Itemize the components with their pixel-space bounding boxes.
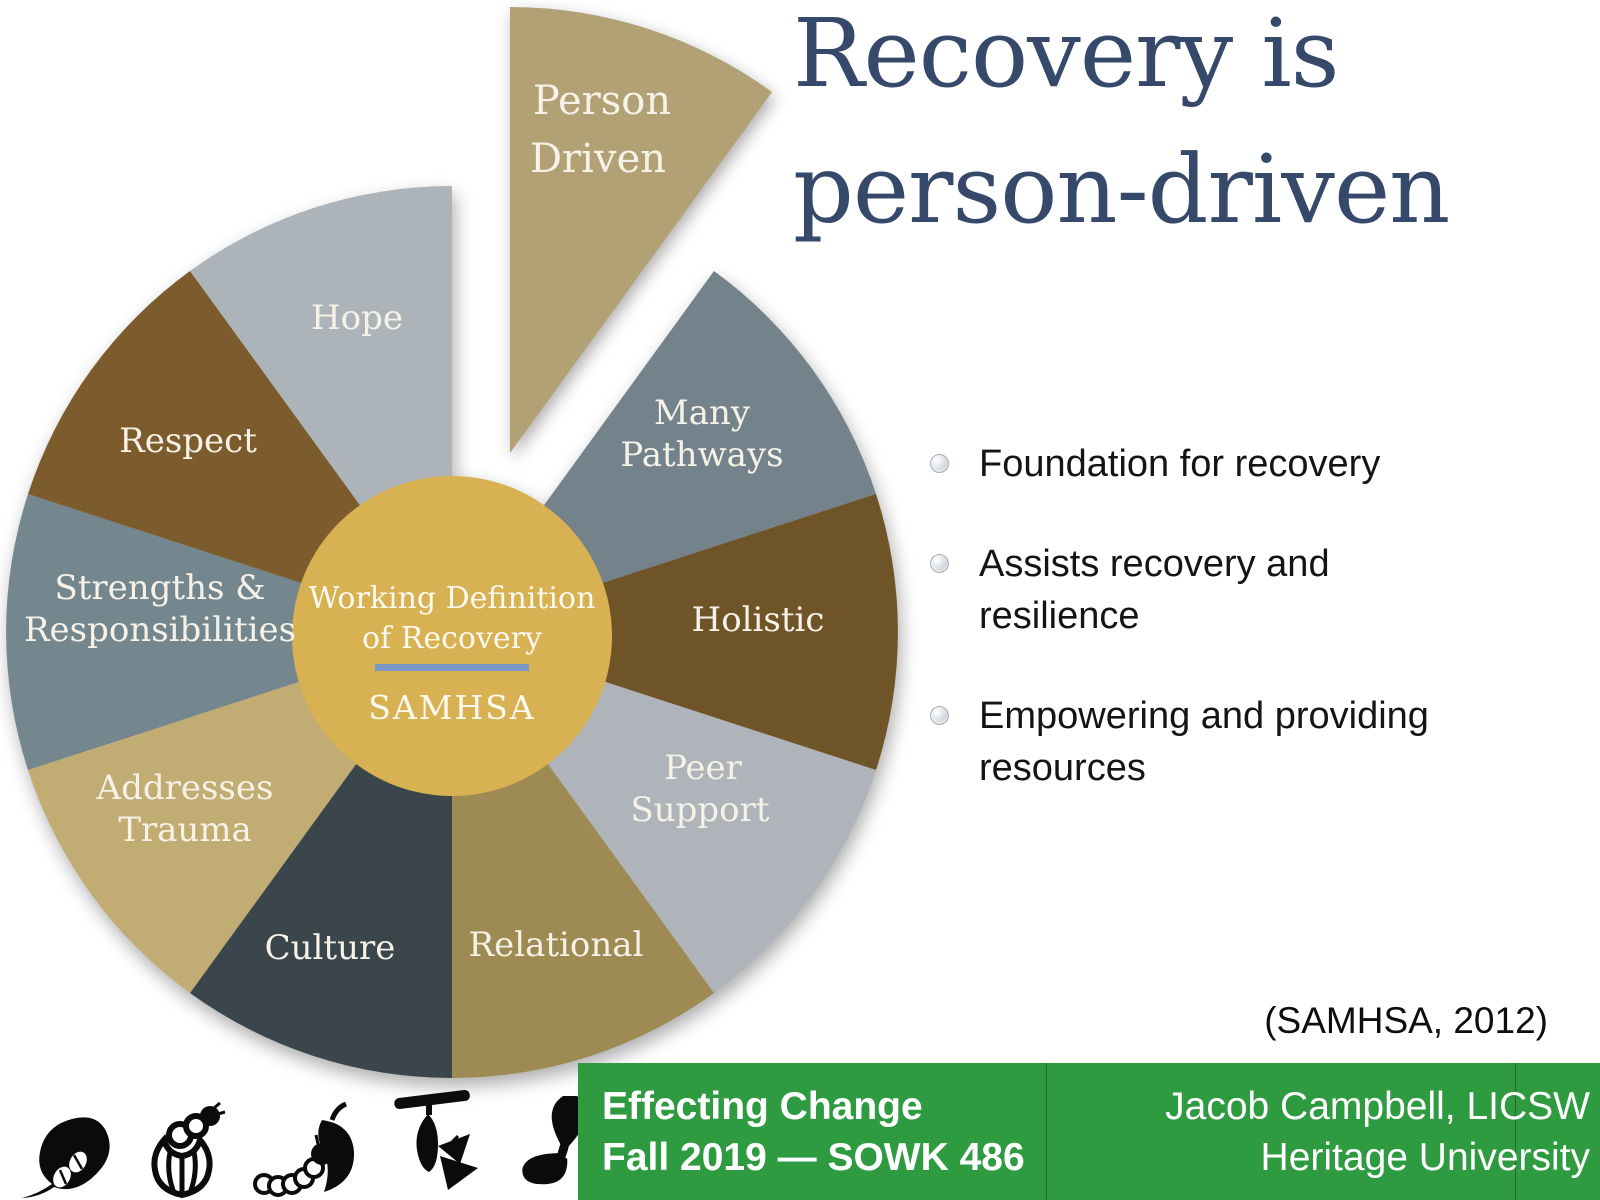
wedge-holistic: [452, 494, 898, 770]
bullet-text: Empowering and providing resources: [979, 695, 1429, 789]
label-culture: Culture: [265, 928, 396, 968]
wheel-center-circle: [292, 476, 612, 796]
footer-author: Jacob Campbell, LICSW: [1165, 1084, 1590, 1128]
caterpillar-icon: [253, 1102, 355, 1197]
sphere-bullet-icon: [930, 554, 949, 573]
label-relational: Relational: [469, 925, 644, 965]
label-person-driven-line2: Driven: [530, 136, 666, 182]
chrysalis-emerging-butterfly-icon: [394, 1089, 478, 1190]
label-addresses-trauma-line2: Trauma: [118, 810, 252, 850]
lifecycle-icons: [18, 1084, 614, 1200]
butterfly-icon: [522, 1096, 587, 1185]
wedge-person-driven-shape: [510, 6, 772, 453]
footer-institution: Heritage University: [1260, 1135, 1590, 1179]
footer-course-block: Effecting Change Fall 2019 — SOWK 486: [578, 1081, 1025, 1183]
slide-title-line2: person-driven: [793, 135, 1450, 245]
bullet-text: Assists recovery and resilience: [979, 543, 1330, 637]
center-label-line2: of Recovery: [362, 621, 542, 656]
label-peer-support-line1: Peer: [664, 748, 743, 788]
footer-divider: [1046, 1063, 1047, 1200]
footer-author-block: Jacob Campbell, LICSW Heritage Universit…: [1165, 1081, 1600, 1183]
label-holistic: Holistic: [692, 600, 825, 640]
slide-title: Recovery is person-driven: [793, 0, 1573, 258]
center-divider: [375, 664, 529, 671]
label-person-driven-line1: Person: [533, 78, 671, 124]
bullet-item: Empowering and providing resources: [930, 690, 1490, 794]
label-strengths-line1: Strengths &: [54, 568, 265, 608]
citation: (SAMHSA, 2012): [1264, 1000, 1548, 1041]
label-strengths-line2: Responsibilities: [24, 610, 296, 650]
sphere-bullet-icon: [930, 706, 949, 725]
sphere-bullet-icon: [930, 454, 949, 473]
label-many-pathways-line2: Pathways: [620, 435, 783, 475]
bullet-text: Foundation for recovery: [979, 443, 1381, 485]
wedge-person-driven: [510, 6, 772, 453]
bullet-list: Foundation for recovery Assists recovery…: [930, 438, 1490, 842]
center-org-label: SAMHSA: [368, 688, 535, 727]
hatching-larva-icon: [151, 1102, 226, 1199]
footer-bar: Effecting Change Fall 2019 — SOWK 486 Ja…: [578, 1063, 1600, 1200]
label-peer-support-line2: Support: [630, 790, 769, 830]
label-addresses-trauma-line1: Addresses: [96, 768, 274, 808]
center-label-line1: Working Definition: [309, 581, 596, 616]
label-many-pathways-line1: Many: [654, 393, 751, 433]
bullet-item: Assists recovery and resilience: [930, 538, 1490, 642]
bullet-item: Foundation for recovery: [930, 438, 1490, 490]
wedge-strengths-responsibilities: [6, 494, 453, 770]
footer-course-term: Fall 2019 — SOWK 486: [602, 1135, 1025, 1179]
wheel-body: [6, 186, 898, 1078]
footer-divider: [1515, 1063, 1516, 1200]
leaf-with-eggs-icon: [22, 1117, 110, 1198]
footer-course-title: Effecting Change: [602, 1084, 923, 1128]
slide-title-line1: Recovery is: [793, 0, 1339, 109]
label-respect: Respect: [119, 421, 257, 461]
label-hope: Hope: [311, 298, 403, 338]
